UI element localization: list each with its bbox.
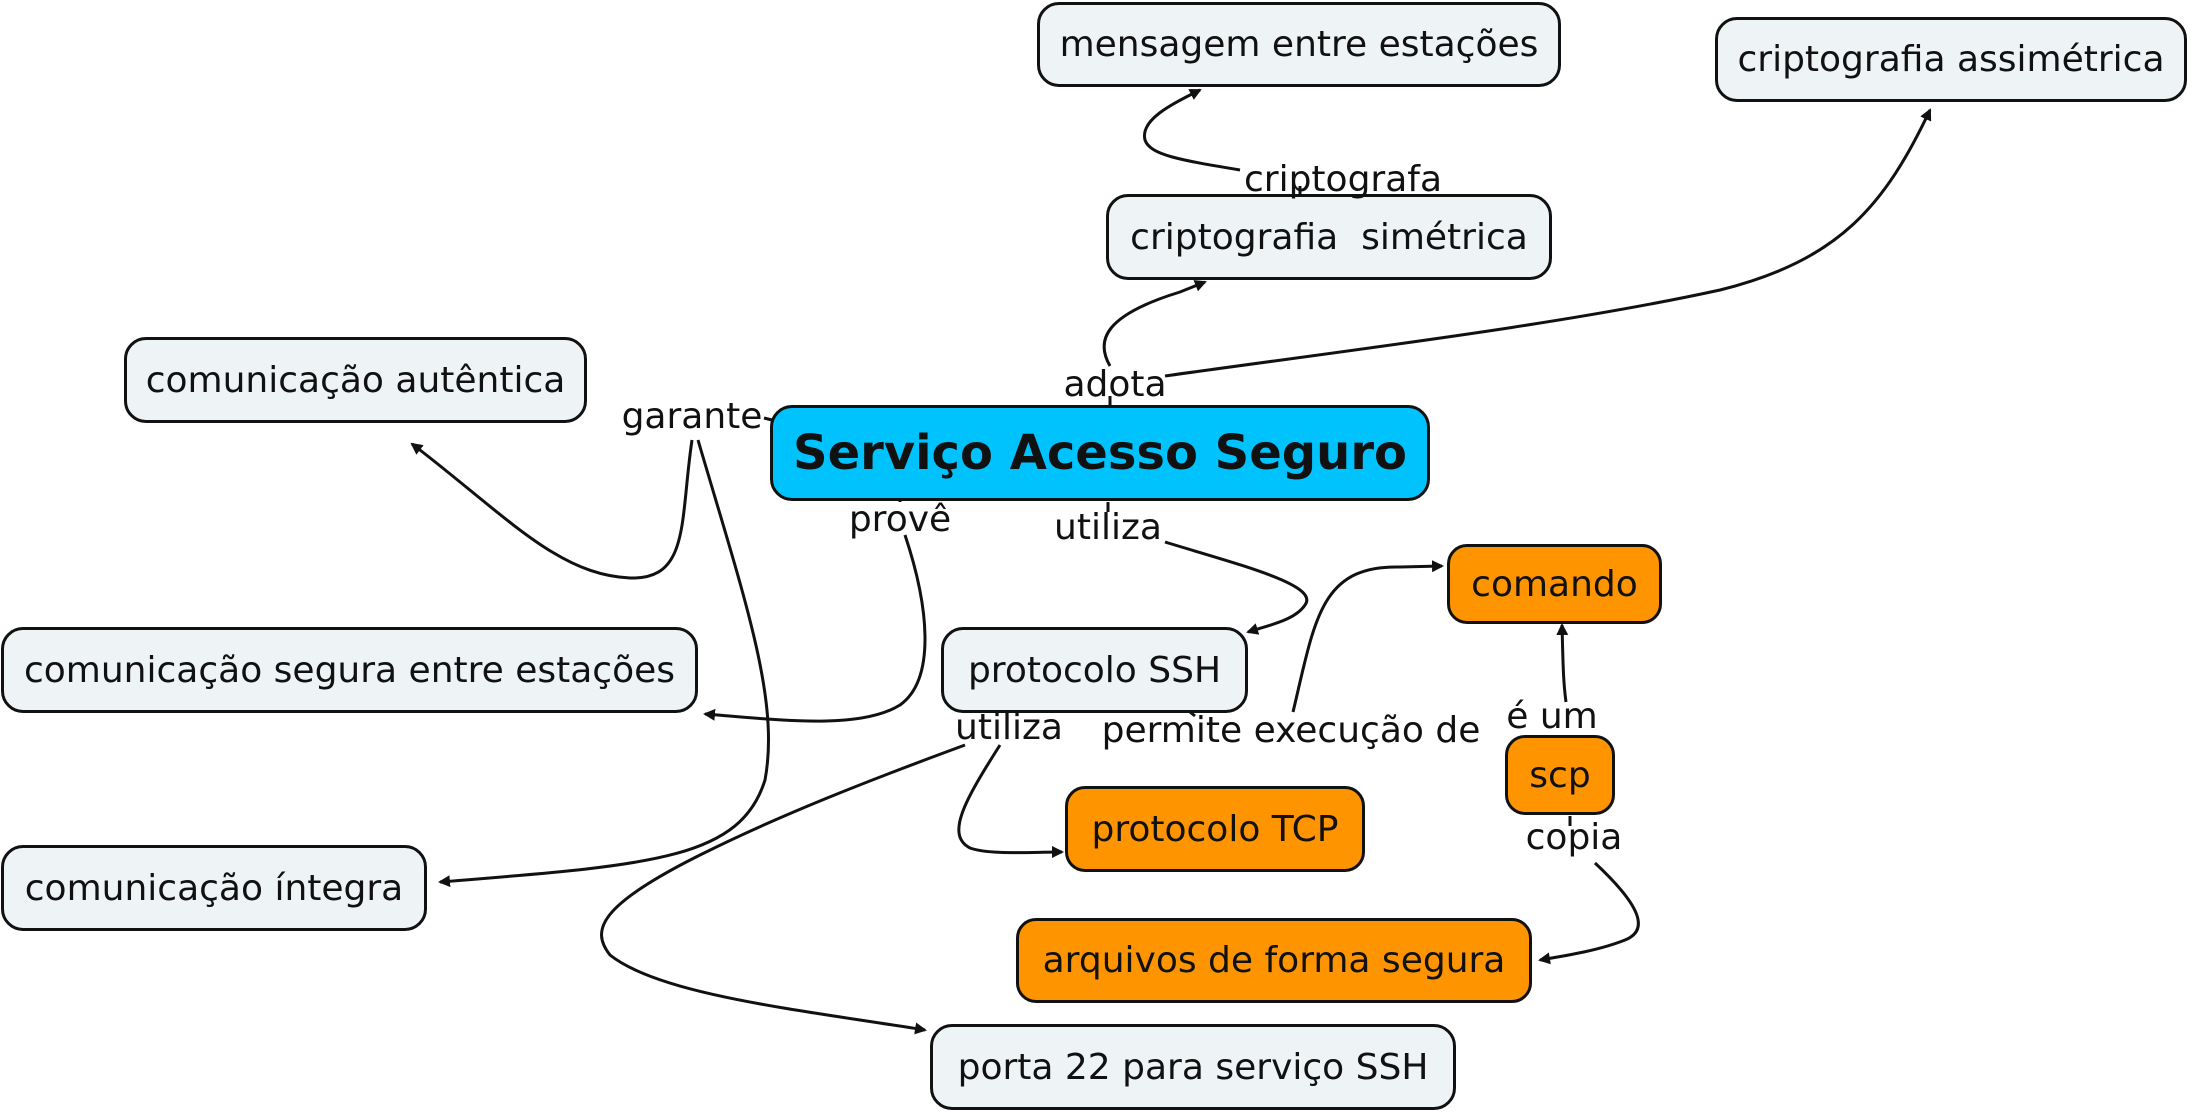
node-servico-acesso-seguro[interactable]: Serviço Acesso Seguro [770,405,1430,501]
node-criptografia-assimetrica[interactable]: criptografia assimétrica [1715,17,2187,102]
edge-utiliza-porta [600,743,966,1035]
edge-copia-arquivos [1538,861,1640,965]
edge-utiliza-tcp [957,744,1064,859]
edge-adota-simetrica [1102,280,1207,367]
link-utiliza-2: utiliza [955,707,1063,748]
link-criptografa: criptografa [1243,159,1443,200]
edge-permite-comando [1291,560,1444,713]
node-comunicacao-integra[interactable]: comunicação íntegra [1,845,427,931]
node-mensagem-entre-estacoes[interactable]: mensagem entre estações [1037,2,1561,87]
link-permite-execucao-de: permite execução de [1101,710,1481,751]
link-utiliza-1: utiliza [1054,507,1162,548]
node-comunicacao-segura-entre-estacoes[interactable]: comunicação segura entre estações [1,627,698,713]
edge-criptografa-mensagem [1143,88,1241,172]
edge-garante-autentica [410,439,694,580]
link-prove: provê [848,499,952,540]
link-garante: garante [621,396,763,437]
node-protocolo-tcp[interactable]: protocolo TCP [1065,786,1365,872]
node-arquivos-de-forma-segura[interactable]: arquivos de forma segura [1016,918,1532,1003]
edge-adota-assimetrica [1164,108,1932,378]
node-porta-22-servico-ssh[interactable]: porta 22 para serviço SSH [930,1024,1456,1110]
node-comunicacao-autentica[interactable]: comunicação autêntica [124,337,587,423]
node-criptografia-simetrica[interactable]: criptografia simétrica [1106,194,1552,280]
edge-eum-comando [1556,623,1569,703]
edge-garante-integra [438,439,771,888]
node-scp[interactable]: scp [1505,735,1615,815]
link-e-um: é um [1506,696,1598,737]
edge-utiliza-ssh [1164,540,1309,635]
edge-prove-segura [703,534,927,723]
link-adota: adota [1063,364,1167,405]
node-protocolo-ssh[interactable]: protocolo SSH [941,627,1248,713]
link-copia: copia [1525,817,1623,858]
node-comando[interactable]: comando [1447,544,1662,624]
